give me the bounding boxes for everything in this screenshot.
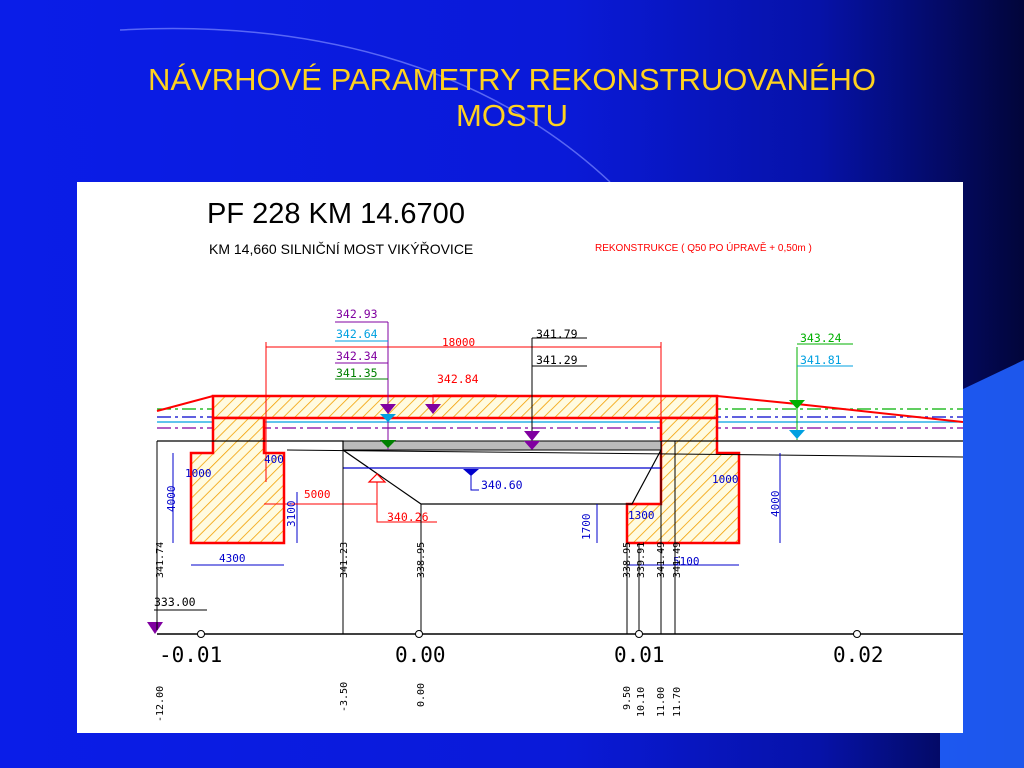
km-label-000: 0.00 — [395, 643, 446, 667]
level-340-60-leader — [470, 469, 479, 491]
elev-341-23: 341.23 — [339, 542, 350, 578]
km-label-001: 0.01 — [614, 643, 665, 667]
km-label-002: 0.02 — [833, 643, 884, 667]
level-triangle-cyan — [380, 414, 396, 422]
dim-3100: 3100 — [285, 501, 298, 528]
right-abutment — [625, 416, 741, 545]
elev-341-49-b: 341.49 — [672, 542, 683, 578]
dim-4300: 4300 — [219, 552, 246, 565]
axis-node-1 — [197, 630, 205, 638]
elev-341-74: 341.74 — [155, 542, 166, 578]
station-0: 0.00 — [416, 683, 427, 707]
dim-5100: 5100 — [673, 555, 700, 568]
level-triangle-333-00 — [147, 622, 163, 634]
level-340-26-leader — [376, 482, 437, 523]
level-340-60: 340.60 — [481, 478, 523, 492]
ground-line — [286, 449, 963, 458]
station-11: 11.00 — [656, 687, 667, 717]
level-333-00: 333.00 — [154, 595, 196, 609]
dim-1700: 1700 — [580, 514, 593, 541]
dim-5000: 5000 — [304, 488, 331, 501]
dim-4000-right: 4000 — [769, 491, 782, 518]
dim-1000-right: 1000 — [712, 473, 739, 486]
level-triangle-center — [524, 431, 540, 441]
dim-1300: 1300 — [628, 509, 655, 522]
level-341-81: 341.81 — [800, 353, 842, 367]
level-342-64: 342.64 — [336, 327, 378, 341]
dim-1000-left: 1000 — [185, 467, 212, 480]
axis-node-4 — [853, 630, 861, 638]
axis-node-2 — [415, 630, 423, 638]
level-triangle-green — [380, 440, 396, 448]
station-10-1: 10.10 — [636, 687, 647, 717]
level-triangle-340-26 — [367, 473, 387, 483]
elev-339-91: 339.91 — [636, 542, 647, 578]
slide-title: NÁVRHOVÉ PARAMETRY REKONSTRUOVANÉHO MOST… — [60, 62, 964, 134]
level-342-34: 342.34 — [336, 349, 378, 363]
bridge-deck — [211, 394, 719, 420]
slide-title-line-1: NÁVRHOVÉ PARAMETRY REKONSTRUOVANÉHO — [147, 62, 877, 97]
level-triangle-343-24 — [789, 400, 805, 409]
level-341-29: 341.29 — [536, 353, 578, 367]
level-341-79: 341.79 — [536, 327, 578, 341]
level-triangle-center-2 — [524, 441, 540, 450]
bridge-name: KM 14,660 SILNIČNÍ MOST VIKÝŘOVICE — [209, 241, 473, 257]
dim-span-18000: 18000 — [442, 336, 475, 349]
dim-400: 400 — [264, 453, 284, 466]
profile-title: PF 228 KM 14.6700 — [207, 198, 465, 230]
station-9-5: 9.50 — [622, 686, 633, 710]
station-m12: -12.00 — [155, 686, 166, 722]
station-m3-5: -3.50 — [339, 682, 350, 712]
station-11-7: 11.70 — [672, 687, 683, 717]
slide-title-line-2: MOSTU — [456, 98, 568, 133]
km-label-m001: -0.01 — [159, 643, 222, 667]
level-triangle-341-81 — [789, 430, 805, 439]
bridge-drawing-svg: PF 228 KM 14.6700 KM 14,660 SILNIČNÍ MOS… — [147, 198, 963, 722]
level-342-84: 342.84 — [437, 372, 479, 386]
bridge-cross-section-drawing: PF 228 KM 14.6700 KM 14,660 SILNIČNÍ MOS… — [77, 182, 963, 733]
axis-node-3 — [635, 630, 643, 638]
level-340-26: 340.26 — [387, 510, 429, 524]
level-341-35: 341.35 — [336, 366, 378, 380]
left-abutment — [189, 416, 286, 545]
level-342-93: 342.93 — [336, 307, 378, 321]
level-triangle-purple — [380, 404, 396, 414]
level-343-24: 343.24 — [800, 331, 842, 345]
level-triangle-342-84 — [425, 404, 441, 414]
level-342-84-leader — [432, 394, 497, 404]
reconstruction-note: REKONSTRUKCE ( Q50 PO ÚPRAVĚ + 0,50m ) — [595, 241, 812, 254]
dim-4000-left: 4000 — [165, 486, 178, 513]
